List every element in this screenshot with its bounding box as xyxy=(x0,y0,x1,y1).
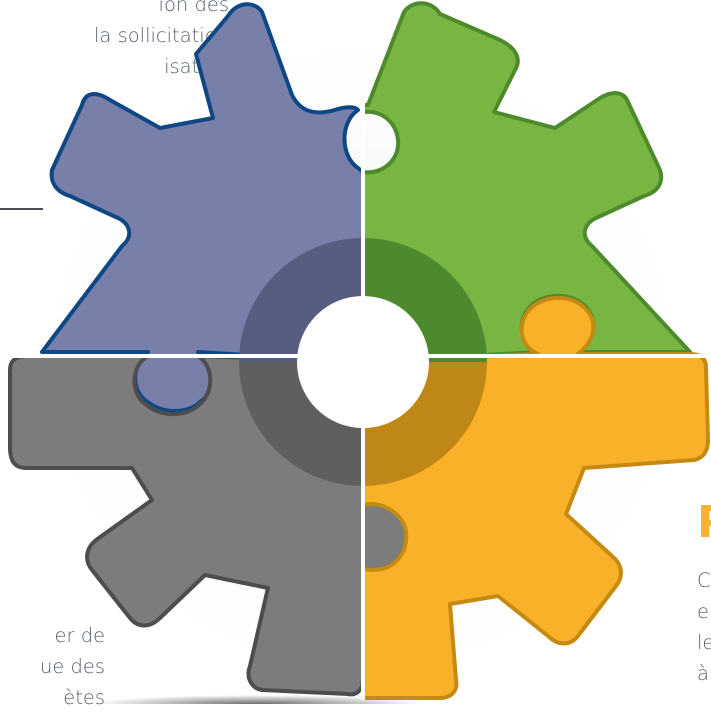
ring-segment-bottom-right xyxy=(363,362,487,486)
bottom-right-line-4: à xyxy=(697,662,709,685)
bottom-right-text-block: C e le à xyxy=(697,565,711,689)
bottom-left-line-1: er de xyxy=(54,624,106,647)
bottom-right-heading: P xyxy=(697,499,711,547)
bottom-right-line-1: C xyxy=(697,569,711,592)
top-left-line-2: la sollicitation xyxy=(94,24,229,47)
bottom-right-line-2: e xyxy=(697,600,709,623)
bottom-right-line-3: le xyxy=(697,631,711,654)
left-divider-rule xyxy=(0,208,43,210)
top-left-line-1: ion des xyxy=(158,0,229,16)
bottom-left-line-2: ue des xyxy=(40,655,106,678)
ring-segment-top-right xyxy=(363,238,487,362)
ring-segment-top-left xyxy=(239,238,363,362)
ring-segment-bottom-left xyxy=(239,362,363,486)
bottom-shadow xyxy=(93,695,423,704)
